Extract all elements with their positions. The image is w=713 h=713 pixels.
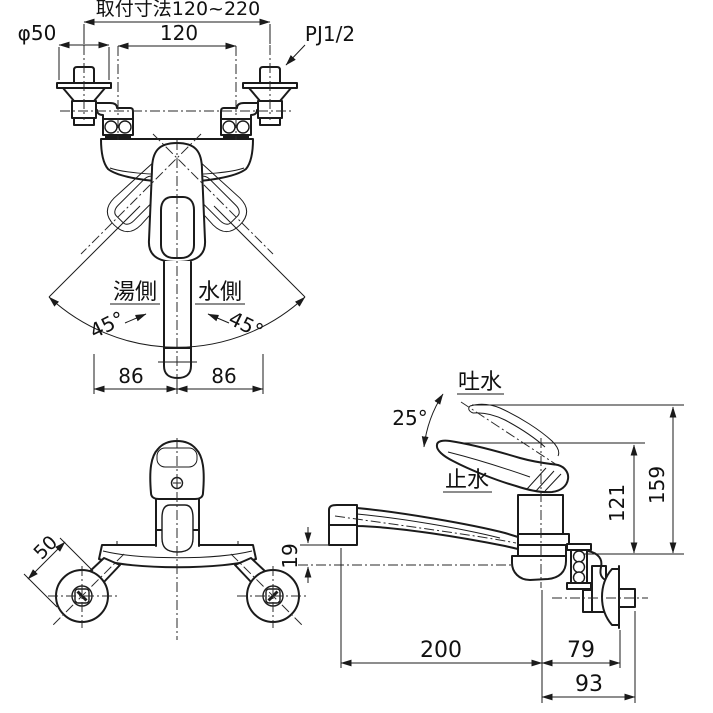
plan-view-centerlines xyxy=(48,438,307,640)
side-lever-open xyxy=(460,401,564,470)
dim-total-height: 159 xyxy=(645,466,669,504)
dim-inlet-pitch: 120 xyxy=(160,21,198,45)
label-hot-side: 湯側 xyxy=(113,280,157,305)
front-view-centerlines xyxy=(60,45,294,386)
side-view: 25° 吐水 止水 19 xyxy=(278,370,684,703)
dim-lever-height: 121 xyxy=(605,484,629,522)
dim-shank-length: 93 xyxy=(575,672,603,697)
label-cold-side: 水側 xyxy=(198,280,242,305)
side-view-centerlines xyxy=(298,438,648,599)
dim-reach-right: 86 xyxy=(211,364,236,388)
front-view: 取付寸法120~220 120 φ50 PJ1/2 湯側 水側 45° 45° … xyxy=(18,0,355,394)
side-lever-closed xyxy=(435,439,570,494)
dim-flange-diameter: φ50 xyxy=(18,21,57,45)
swing-arc xyxy=(48,205,306,348)
label-lever-angle: 25° xyxy=(392,406,427,430)
label-thread: PJ1/2 xyxy=(305,22,355,46)
dim-reach-left: 86 xyxy=(118,364,143,388)
dim-mounting-span: 取付寸法120~220 xyxy=(96,0,260,20)
dim-outlet-drop: 19 xyxy=(278,543,302,568)
lever-swing-arc xyxy=(421,393,444,448)
dim-wall-offset: 79 xyxy=(567,638,595,663)
label-discharge: 吐水 xyxy=(458,370,502,395)
side-valve-body xyxy=(511,494,570,581)
side-wall-shank xyxy=(566,543,636,629)
label-stop: 止水 xyxy=(445,468,489,493)
dim-spout-length: 200 xyxy=(420,638,462,663)
